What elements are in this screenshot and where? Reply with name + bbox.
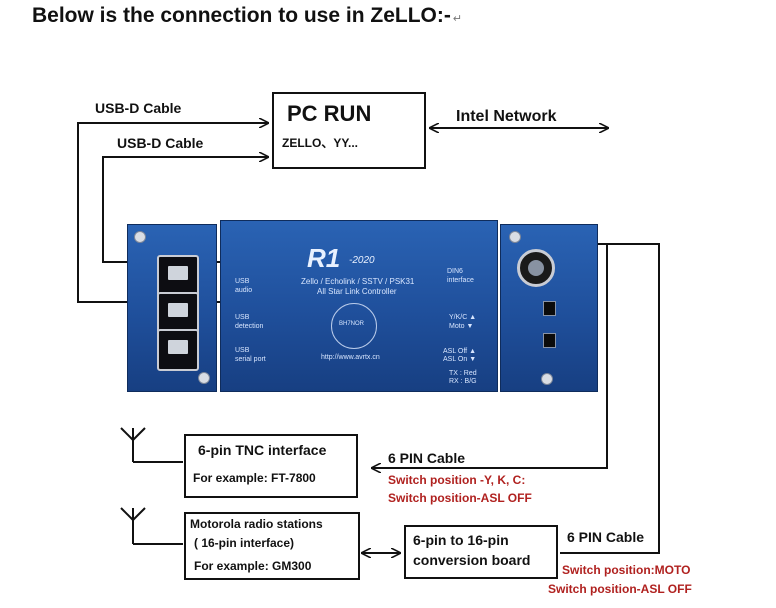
switch-position-moto: Switch position:MOTO [562, 563, 691, 577]
device-line1: Zello / Echolink / SSTV / PSK31 [301, 277, 415, 286]
moto-label: Moto ▼ [449, 323, 474, 330]
motorola-radio-box: Motorola radio stations ( 16-pin interfa… [184, 512, 360, 580]
device-year: -2020 [349, 255, 375, 266]
pc-run-box: PC RUN ZELLO、YY... [272, 92, 426, 169]
antenna-tnc-icon [120, 427, 183, 463]
device-left-panel [127, 224, 217, 392]
screw-icon [541, 373, 553, 385]
motorola-line3: For example: GM300 [194, 559, 312, 573]
switch-position-asl-off-bottom: Switch position-ASL OFF [548, 582, 692, 596]
mode-switch [543, 301, 556, 316]
title-text: Below is the connection to use in ZeLLO:… [32, 4, 451, 27]
usb-cable-2-label: USB-D Cable [117, 135, 204, 151]
tnc-line2: For example: FT-7800 [193, 471, 316, 485]
device-seal: BH7NOR [331, 303, 377, 349]
tx-label: TX : Red [449, 370, 477, 377]
screw-icon [509, 231, 521, 243]
switch-position-asl-off-top: Switch position-ASL OFF [388, 491, 532, 505]
pc-run-subtitle: ZELLO、YY... [282, 136, 359, 150]
device-logo: R1 [307, 243, 341, 273]
device-main-body: R1 -2020 Zello / Echolink / SSTV / PSK31… [220, 220, 498, 392]
device-seal-text: BH7NOR [339, 321, 365, 327]
conversion-line1: 6-pin to 16-pin [413, 532, 509, 548]
conversion-board-box: 6-pin to 16-pin conversion board [404, 525, 558, 579]
switch-position-ykc: Switch position -Y, K, C: [388, 473, 526, 487]
asl-on-label: ASL On ▼ [443, 356, 477, 363]
asl-switch [543, 333, 556, 348]
six-pin-cable-top-label: 6 PIN Cable [388, 450, 466, 466]
usb-port-detection [157, 292, 199, 334]
din6-port [517, 249, 555, 287]
usb-port-serial [157, 329, 199, 371]
usb-cable-1-label: USB-D Cable [95, 100, 182, 116]
return-mark: ↵ [452, 13, 463, 25]
antenna-motorola-icon [120, 507, 183, 545]
tnc-line1: 6-pin TNC interface [198, 442, 327, 458]
device-right-panel [500, 224, 598, 392]
pc-run-title: PC RUN [287, 101, 372, 126]
device-line2: All Star Link Controller [317, 287, 397, 296]
six-pin-cable-bottom-line [560, 243, 660, 554]
ykc-label: Y/K/C ▲ [449, 314, 477, 321]
rx-label: RX : B/G [449, 378, 477, 385]
page-title: Below is the connection to use in ZeLLO:… [32, 4, 462, 28]
intel-network-label: Intel Network [456, 108, 557, 125]
motorola-line1: Motorola radio stations [190, 517, 323, 531]
tnc-interface-box: 6-pin TNC interface For example: FT-7800 [184, 434, 358, 498]
conversion-line2: conversion board [413, 552, 531, 568]
six-pin-cable-bottom-label: 6 PIN Cable [567, 529, 645, 545]
screw-icon [198, 372, 210, 384]
device-url: http://www.avrtx.cn [321, 354, 380, 361]
motorola-line2: ( 16-pin interface) [194, 536, 295, 550]
usb-port-audio [157, 255, 199, 297]
asl-off-label: ASL Off ▲ [443, 348, 476, 355]
screw-icon [134, 231, 146, 243]
